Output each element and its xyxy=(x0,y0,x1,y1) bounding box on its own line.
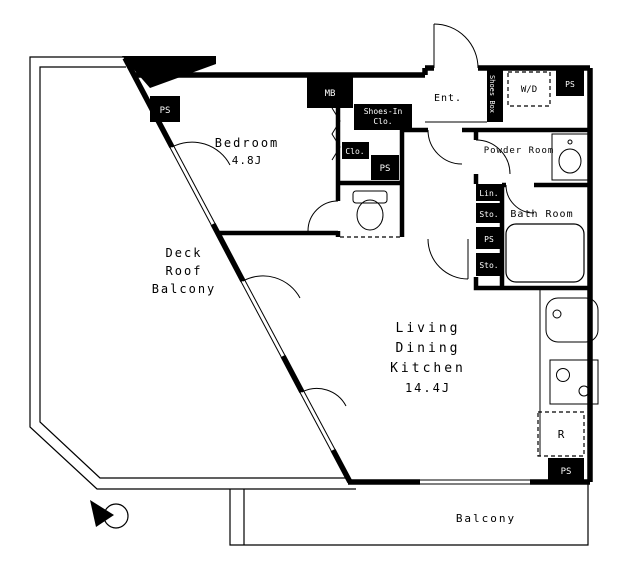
toilet-bowl xyxy=(356,199,384,231)
shoes-in-closet-label-line2: Clo. xyxy=(373,117,392,126)
ldk-size-label: 14.4J xyxy=(405,381,451,395)
deck-inner-edge xyxy=(39,66,349,479)
sink-faucet xyxy=(552,309,562,319)
ps-label-top-right: PS xyxy=(565,80,575,89)
powder-room-label: Powder Room xyxy=(484,146,555,156)
entrance-door-arc xyxy=(433,23,479,69)
compass-needle-icon xyxy=(90,500,114,527)
balcony-edge xyxy=(229,482,589,546)
deck-label-line1: Deck xyxy=(166,246,203,260)
washbasin-bowl xyxy=(558,148,582,174)
details xyxy=(331,107,487,238)
washer-dryer-label: W/D xyxy=(521,85,537,95)
stove-burner xyxy=(556,368,570,382)
ps-box xyxy=(476,227,502,249)
shoes-box xyxy=(487,66,503,122)
windows xyxy=(169,145,530,485)
ldk-label-line1: Living xyxy=(396,321,461,336)
closet-bifold-door xyxy=(331,107,341,161)
north-arrow xyxy=(90,500,129,529)
shoes-in-closet-box xyxy=(354,104,412,130)
entrance-label: Ent. xyxy=(434,93,462,104)
stove-burner xyxy=(578,385,590,397)
washbasin xyxy=(551,133,589,181)
ldk-deck-door-arc xyxy=(242,275,301,299)
wall-segment xyxy=(280,354,305,394)
powder-room-door-arc xyxy=(475,139,511,175)
toilet-tank xyxy=(352,190,388,204)
ps-box xyxy=(150,96,180,122)
bath-room-label: Bath Room xyxy=(510,209,573,220)
mb-box xyxy=(307,77,353,108)
window xyxy=(240,281,282,358)
room-labels: Bedroom 4.8J Deck Roof Balcony Living Di… xyxy=(152,93,573,525)
window xyxy=(169,147,212,226)
ps-label-bedroom: PS xyxy=(160,106,171,116)
window xyxy=(244,279,286,356)
storage-label-upper: Sto. xyxy=(479,210,498,219)
balcony-outline xyxy=(229,482,589,546)
hall-door-arc xyxy=(427,129,463,165)
shoes-box-label: Shoes Box xyxy=(488,75,496,113)
window xyxy=(173,145,216,224)
bath-door-arc xyxy=(505,184,535,214)
window xyxy=(299,392,332,452)
ldk-door-arc xyxy=(427,238,469,280)
door-arcs xyxy=(171,23,535,407)
kitchen-sink xyxy=(545,297,599,343)
ps-label-hall: PS xyxy=(380,164,391,174)
bedroom-size-label: 4.8J xyxy=(232,154,263,167)
ps-box xyxy=(371,155,399,180)
balcony-label: Balcony xyxy=(456,512,516,525)
deck-label-line2: Roof xyxy=(166,264,203,278)
closet-label: Clo. xyxy=(345,147,364,156)
linen-label: Lin. xyxy=(479,189,498,198)
bathtub xyxy=(505,223,585,283)
deck-label-line3: Balcony xyxy=(152,282,217,296)
interior-walls xyxy=(217,105,590,291)
corner-wedge-wall xyxy=(122,56,216,88)
service-labels: PS MB Shoes-In Clo. Shoes Box W/D PS Clo… xyxy=(160,75,575,477)
wall-segment xyxy=(473,277,502,291)
storage-box xyxy=(476,203,502,223)
mb-label: MB xyxy=(325,89,336,99)
bedroom-label: Bedroom xyxy=(215,136,280,150)
fixtures xyxy=(352,133,599,456)
ps-box xyxy=(548,458,584,482)
storage-label-lower: Sto. xyxy=(479,261,498,270)
ps-label-middle-right: PS xyxy=(484,235,494,244)
linen-box xyxy=(476,184,502,201)
storage-box xyxy=(476,253,502,276)
ldk-label-line3: Kitchen xyxy=(390,361,466,376)
window xyxy=(303,390,336,450)
ps-box xyxy=(556,70,584,96)
ldk-label-line2: Dining xyxy=(396,341,461,356)
closet-box xyxy=(342,142,369,159)
wall-segment xyxy=(330,448,353,484)
washbasin-faucet xyxy=(567,139,573,145)
refrigerator-label: R xyxy=(558,428,565,441)
refrigerator-box xyxy=(537,411,585,457)
ldk-deck-door-arc xyxy=(301,388,347,407)
stove xyxy=(549,359,599,405)
bedroom-door-arc xyxy=(307,200,339,232)
shoes-in-closet-label-line1: Shoes-In xyxy=(364,107,403,116)
deck-outline xyxy=(29,56,356,490)
wall-segment xyxy=(122,56,175,149)
washer-dryer-box xyxy=(507,71,551,107)
bedroom-deck-door-arc xyxy=(171,141,231,166)
service-boxes xyxy=(150,66,585,482)
deck-outer-edge xyxy=(29,56,356,490)
ps-label-bottom-right: PS xyxy=(561,467,572,477)
